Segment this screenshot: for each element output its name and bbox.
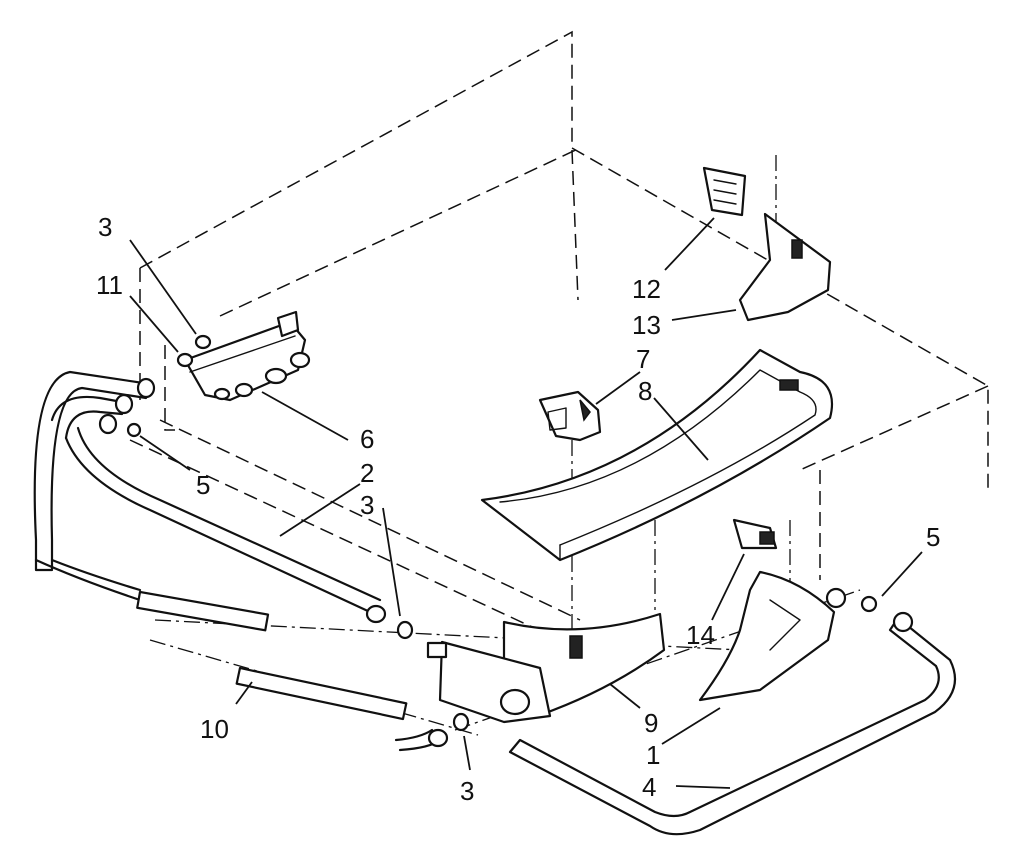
callout-3-top: 3 bbox=[98, 212, 112, 242]
o-rings-left bbox=[126, 334, 212, 438]
manifold-bracket-part-6 bbox=[183, 310, 311, 402]
callout-9: 9 bbox=[644, 708, 658, 738]
o-rings-center bbox=[396, 620, 470, 732]
clip-part-14 bbox=[732, 518, 778, 550]
front-trim-part-8 bbox=[480, 348, 834, 562]
callout-1: 1 bbox=[646, 740, 660, 770]
leader-lines bbox=[129, 217, 923, 789]
lower-right-housing-part-1 bbox=[698, 570, 847, 702]
callout-5-left: 5 bbox=[196, 470, 210, 500]
callout-3-bottom: 3 bbox=[460, 776, 474, 806]
callout-14: 14 bbox=[686, 620, 715, 650]
callout-10: 10 bbox=[200, 714, 229, 744]
callout-13: 13 bbox=[632, 310, 661, 340]
callout-5-right: 5 bbox=[926, 522, 940, 552]
drain-housing-part-9 bbox=[426, 612, 666, 724]
tubes-left bbox=[33, 370, 449, 752]
callout-4: 4 bbox=[642, 772, 656, 802]
callout-8: 8 bbox=[638, 376, 652, 406]
upper-right-bracket-part-12-13 bbox=[702, 166, 832, 322]
callout-11: 11 bbox=[96, 270, 123, 300]
callout-7: 7 bbox=[636, 344, 650, 374]
callout-2: 2 bbox=[360, 458, 374, 488]
connector-part-7 bbox=[538, 390, 602, 442]
callout-12: 12 bbox=[632, 274, 661, 304]
callout-labels: 3 11 5 6 2 3 12 13 7 8 5 14 9 1 4 10 3 bbox=[96, 212, 940, 806]
callout-3-mid: 3 bbox=[360, 490, 374, 520]
callout-6: 6 bbox=[360, 424, 374, 454]
tube-part-4 bbox=[508, 595, 957, 836]
